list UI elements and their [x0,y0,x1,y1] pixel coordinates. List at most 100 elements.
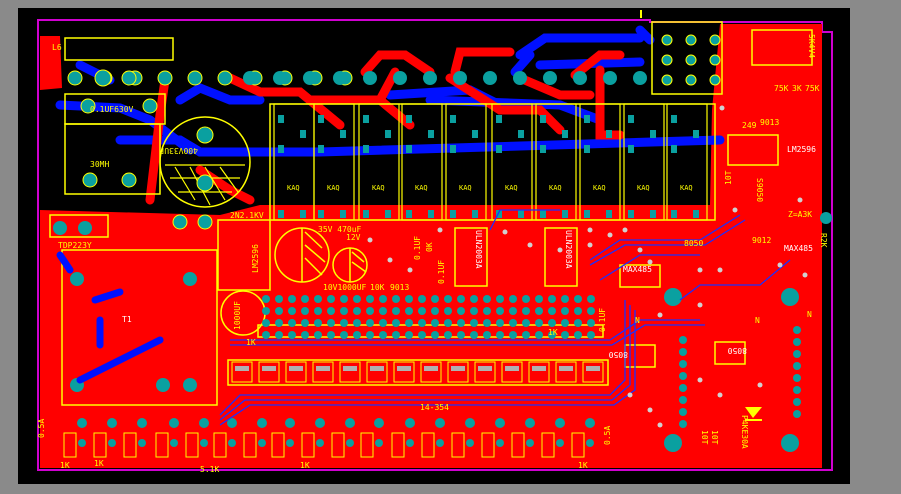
through-hole-pad [363,71,377,85]
smd-resistor [582,361,604,383]
header-pin [275,295,283,303]
through-hole-pad [303,71,317,85]
header-pin [327,307,335,315]
header-pin [496,319,504,327]
relay-label: KAQ [372,184,385,192]
through-hole-pad [453,71,467,85]
relay-8: KAQ [579,103,621,221]
relay-7: KAQ [535,103,577,221]
bottom-resistor-pad [360,432,374,458]
label-9012: 9012 [752,236,771,245]
header-pin [314,331,322,339]
via [557,247,563,253]
header-pin [405,307,413,315]
smd-resistor [528,361,550,383]
bottom-resistor-pad [511,432,525,458]
bottom-via [315,418,325,428]
header-pin [457,295,465,303]
header-pin [392,331,400,339]
label-10k: 10K [370,283,385,292]
header-pin [535,331,543,339]
label-cap-400v: 400V33UF [159,146,198,155]
through-hole-pad [633,71,647,85]
header-pin [431,307,439,315]
header-pin [379,331,387,339]
header-pin [353,331,361,339]
header-pin [522,331,530,339]
label-inductor: 30MH [90,160,109,169]
header-pin [587,307,595,315]
via [802,272,808,278]
header-pin [275,319,283,327]
header-pin-grid [262,295,595,339]
header-pin [574,295,582,303]
header-pin [548,331,556,339]
ic-8050b-outline [714,341,746,365]
l6-outline [64,37,174,61]
right-pin [793,362,801,370]
header-pin [340,331,348,339]
label-max485-a: MAX485 [623,265,652,274]
header-pin [470,331,478,339]
label-ic-8050: 8050 [609,350,628,359]
label-lm2596-r: LM2596 [787,145,816,154]
bottom-via [406,439,414,447]
bottom-via [77,418,87,428]
header-pin [340,307,348,315]
bottom-resistor-pad [185,432,199,458]
smd-resistor [285,361,307,383]
header-pin [353,307,361,315]
label-cap-10v: 10V1000UF [323,283,367,292]
via [622,227,628,233]
bottom-via [435,418,445,428]
through-hole-pad [423,71,437,85]
via [697,302,703,308]
header-pin [509,319,517,327]
via [757,382,763,388]
header-pin [483,295,491,303]
via [657,312,663,318]
header-pin [301,295,309,303]
right-pin [679,360,687,368]
bottom-resistor-pad [213,432,227,458]
header-pin [327,319,335,327]
header-pin [392,307,400,315]
header-pin [327,331,335,339]
bottom-via [228,439,236,447]
bottom-resistor-pad [541,432,555,458]
label-r05a-mid: 0.5A [603,426,612,445]
through-hole-pad [333,71,347,85]
through-hole-pad [67,70,83,86]
bottom-via [556,439,564,447]
left-components [49,37,271,406]
small-vias [367,105,808,428]
header-pin [535,319,543,327]
header-pin [496,331,504,339]
copper-pour-left-top [40,36,62,90]
header-pin [301,307,309,315]
via [717,392,723,398]
label-ic-8050b: 8050 [728,346,747,355]
max485-a-outline [619,264,661,288]
header-pin [548,295,556,303]
right-pin [793,338,801,346]
header-pin [431,331,439,339]
bottom-via [169,418,179,428]
right-pad-columns [661,34,801,428]
header-pin [379,307,387,315]
bottom-resistor-pad [571,432,585,458]
via [437,227,443,233]
connector-pin [661,54,673,66]
bottom-via [495,418,505,428]
label-1k-a: 1K [60,461,70,470]
relay-label: KAQ [637,184,650,192]
relay-label: KAQ [549,184,562,192]
relay-9: KAQ [623,103,665,221]
through-hole-pad [543,71,557,85]
header-pin [405,319,413,327]
copper-pour-bottom [40,24,822,468]
header-pin [470,307,478,315]
header-pin [444,307,452,315]
header-pin [522,295,530,303]
label-1k-connector-a: 1K [246,338,256,347]
